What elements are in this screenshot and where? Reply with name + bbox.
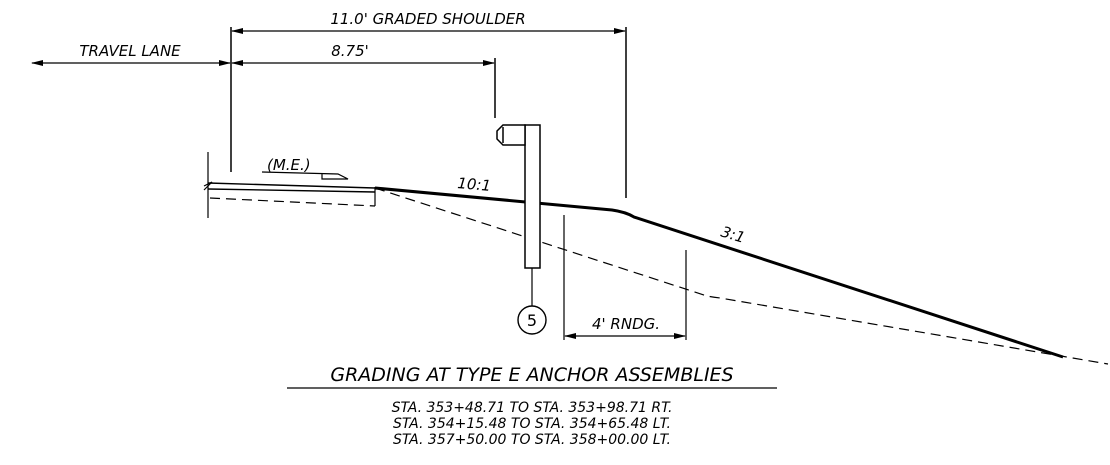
pavement-base-line xyxy=(209,197,376,207)
fill-slope-label: 3:1 xyxy=(719,223,747,247)
pavement-surface-top xyxy=(207,182,376,189)
existing-pavement xyxy=(203,152,376,218)
offset-label: 8.75' xyxy=(331,42,369,60)
callout-bubble xyxy=(517,305,547,335)
callout-number: 5 xyxy=(527,311,537,330)
graded-shoulder-dimension: 11.0' GRADED SHOULDER xyxy=(231,10,626,34)
detail-title: GRADING AT TYPE E ANCHOR ASSEMBLIES STA.… xyxy=(287,364,777,448)
match-existing-arrow xyxy=(261,171,349,180)
finished-grade-line xyxy=(374,186,1064,359)
rounding-label: 4' RNDG. xyxy=(592,315,660,333)
station-range-1: STA. 353+48.71 TO STA. 353+98.71 RT. xyxy=(392,400,673,416)
pavement-surface-bottom xyxy=(207,188,376,193)
extension-lines xyxy=(230,27,627,198)
travel-lane-label: TRAVEL LANE xyxy=(79,42,181,60)
guardrail-rail-block xyxy=(496,124,526,146)
match-existing-label: (M.E.) xyxy=(267,156,311,174)
match-existing-note: (M.E.) xyxy=(261,156,349,180)
graded-shoulder-label: 11.0' GRADED SHOULDER xyxy=(330,10,525,28)
station-range-3: STA. 357+50.00 TO STA. 358+00.00 LT. xyxy=(393,432,671,448)
rounding-dimension: 4' RNDG. xyxy=(563,215,687,340)
guardrail-anchor-post xyxy=(496,124,547,335)
travel-lane-dimension: TRAVEL LANE xyxy=(31,42,231,66)
station-range-2: STA. 354+15.48 TO STA. 354+65.48 LT. xyxy=(393,416,671,432)
existing-ground-line xyxy=(374,187,1109,365)
shoulder-slope-label: 10:1 xyxy=(457,174,492,195)
proposed-ground-line xyxy=(374,186,1064,359)
offset-dimension: 8.75' xyxy=(231,42,495,66)
break-symbol xyxy=(203,181,213,191)
guardrail-post xyxy=(524,124,541,269)
detail-title-text: GRADING AT TYPE E ANCHOR ASSEMBLIES xyxy=(330,364,733,386)
